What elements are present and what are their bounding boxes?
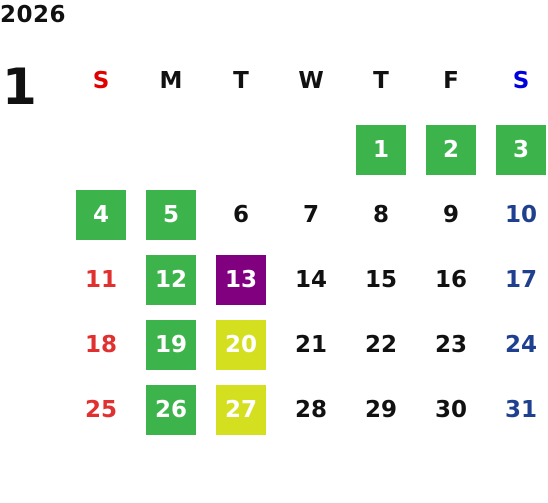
weekday-header-mon: M: [159, 67, 183, 94]
day-cell[interactable]: 22: [364, 331, 397, 358]
day-cell[interactable]: 29: [364, 396, 397, 423]
day-cell[interactable]: 18: [84, 331, 117, 358]
day-cell[interactable]: 4: [76, 190, 126, 240]
day-cell[interactable]: 25: [84, 396, 117, 423]
day-cell[interactable]: 20: [216, 320, 266, 370]
day-cell[interactable]: 21: [294, 331, 327, 358]
day-cell[interactable]: 3: [496, 125, 546, 175]
day-cell[interactable]: 24: [504, 331, 537, 358]
day-cell[interactable]: 27: [216, 385, 266, 435]
day-cell[interactable]: 28: [294, 396, 327, 423]
day-cell[interactable]: 31: [504, 396, 537, 423]
day-cell[interactable]: 14: [294, 266, 327, 293]
day-cell[interactable]: 11: [84, 266, 117, 293]
day-cell[interactable]: 5: [146, 190, 196, 240]
day-cell[interactable]: 12: [146, 255, 196, 305]
day-cell[interactable]: 2: [426, 125, 476, 175]
day-cell[interactable]: 15: [364, 266, 397, 293]
calendar-year: 2026: [0, 2, 67, 28]
day-cell[interactable]: 6: [232, 201, 249, 228]
day-cell[interactable]: 26: [146, 385, 196, 435]
weekday-header-sat: S: [512, 67, 530, 94]
calendar-month: 1: [2, 58, 37, 116]
day-cell[interactable]: 23: [434, 331, 467, 358]
day-cell[interactable]: 7: [302, 201, 319, 228]
day-cell[interactable]: 1: [356, 125, 406, 175]
day-cell[interactable]: 17: [504, 266, 537, 293]
day-cell[interactable]: 8: [372, 201, 389, 228]
day-cell[interactable]: 30: [434, 396, 467, 423]
day-cell[interactable]: 13: [216, 255, 266, 305]
day-cell[interactable]: 19: [146, 320, 196, 370]
weekday-header-sun: S: [92, 67, 110, 94]
weekday-header-thu: T: [373, 67, 389, 94]
weekday-header-tue: T: [233, 67, 249, 94]
day-cell[interactable]: 16: [434, 266, 467, 293]
weekday-header-wed: W: [298, 67, 324, 94]
day-cell[interactable]: 9: [442, 201, 459, 228]
weekday-header-fri: F: [443, 67, 459, 94]
day-cell[interactable]: 10: [504, 201, 537, 228]
